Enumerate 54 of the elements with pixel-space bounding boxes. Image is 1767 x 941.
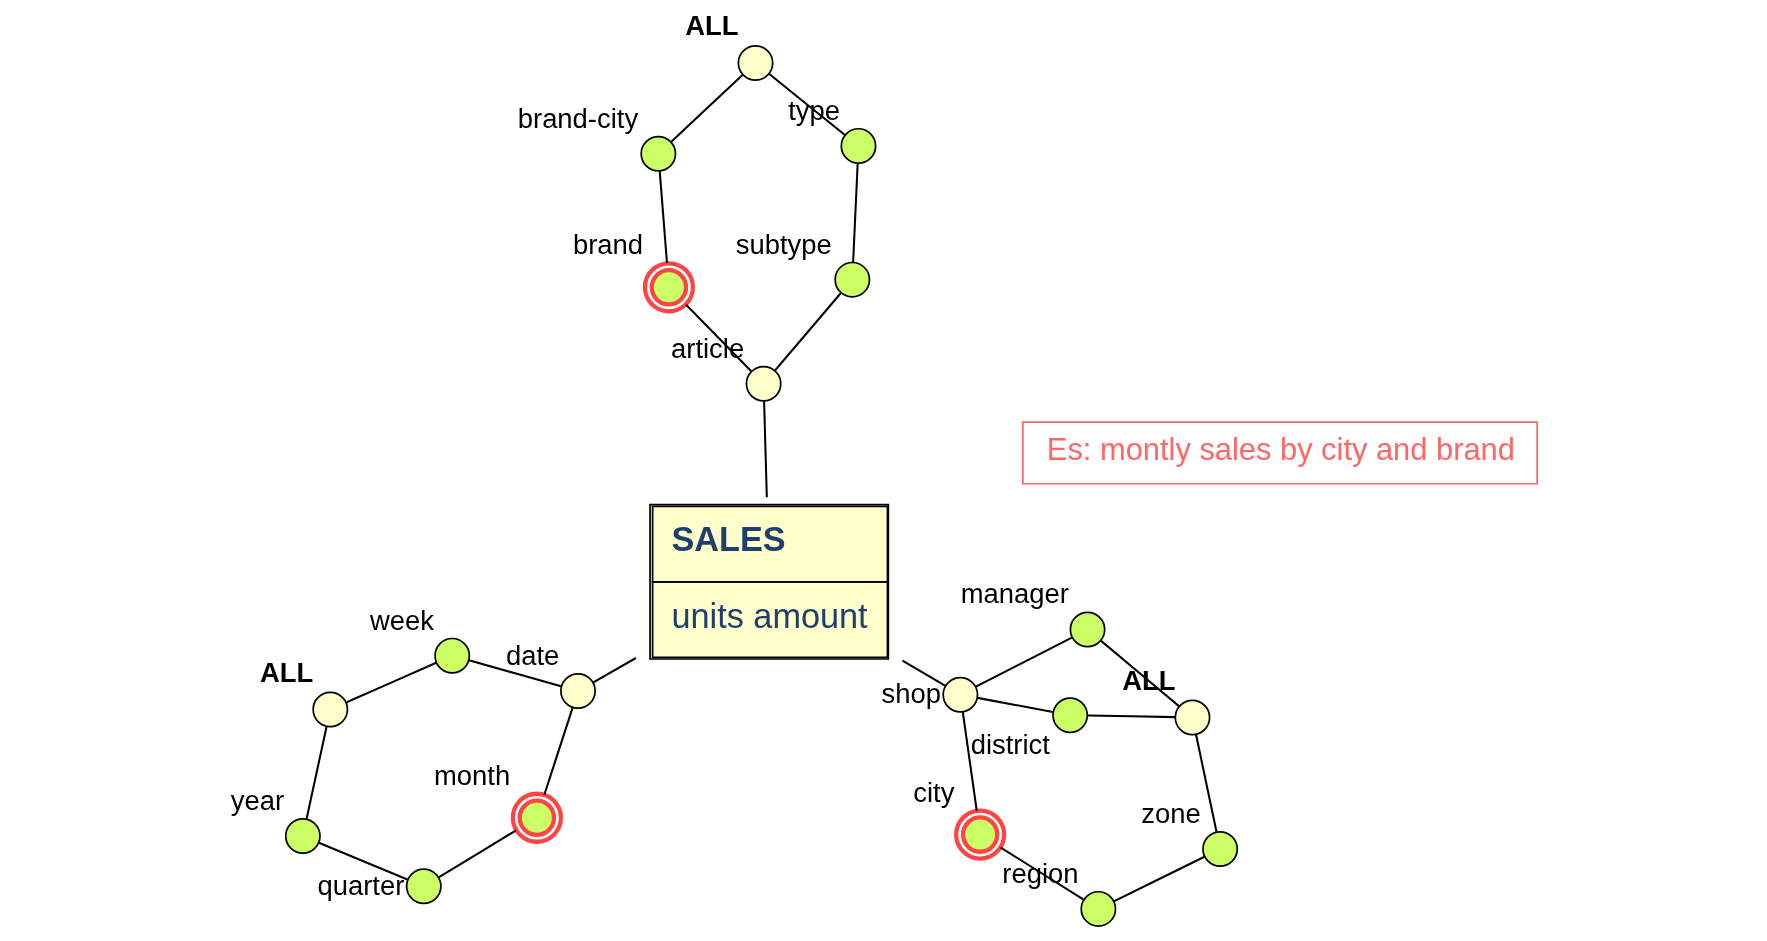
connector [318,841,408,881]
node-circle [284,818,321,855]
node-circle [1051,697,1088,734]
node-circle [405,868,442,905]
connector [669,74,743,143]
node-label: year [230,785,284,817]
node-label: subtype [735,228,832,260]
connector [901,659,946,687]
connector [658,171,668,263]
connector [345,661,437,704]
node-circle [941,676,978,713]
node-label: shop [881,677,941,709]
node-label: week [369,604,434,636]
node-circle [1173,699,1210,736]
node-box: Es: montly sales by city and brand [1021,421,1538,485]
connector [468,659,561,688]
node-circle [839,127,876,164]
connector [305,726,328,820]
node-label: manager [960,578,1069,610]
node-circle [559,673,596,710]
node-label: zone [1140,797,1201,829]
connector [974,636,1072,688]
connector [437,829,517,879]
node-label: brand-city [517,102,638,134]
node-circle [311,691,348,728]
connector [851,163,859,263]
node-circle [1069,611,1106,648]
node-label: month [433,759,510,791]
node-circle [639,135,676,172]
connector [1194,734,1217,833]
node-label: district [970,729,1050,761]
node-circle [833,261,870,298]
node-label: ALL [259,656,313,688]
node-circle [1201,831,1238,867]
node-label: date [505,639,559,671]
node-circle [953,808,1006,861]
connector [976,696,1053,713]
node-circle [642,261,695,314]
connector [591,657,636,684]
connector [542,707,574,796]
node-label: city [912,776,954,808]
node-label: ALL [684,10,739,42]
node-label: quarter [316,869,404,901]
node-label: brand [572,229,643,261]
connector [1087,714,1175,719]
connector [961,711,978,811]
node-circle [433,637,470,674]
connector [762,401,768,498]
connector [1112,855,1205,903]
node-circle [510,791,563,844]
node-circle [737,44,774,81]
node-circle [745,365,782,402]
connector [773,292,842,372]
node-circle [1079,890,1116,927]
